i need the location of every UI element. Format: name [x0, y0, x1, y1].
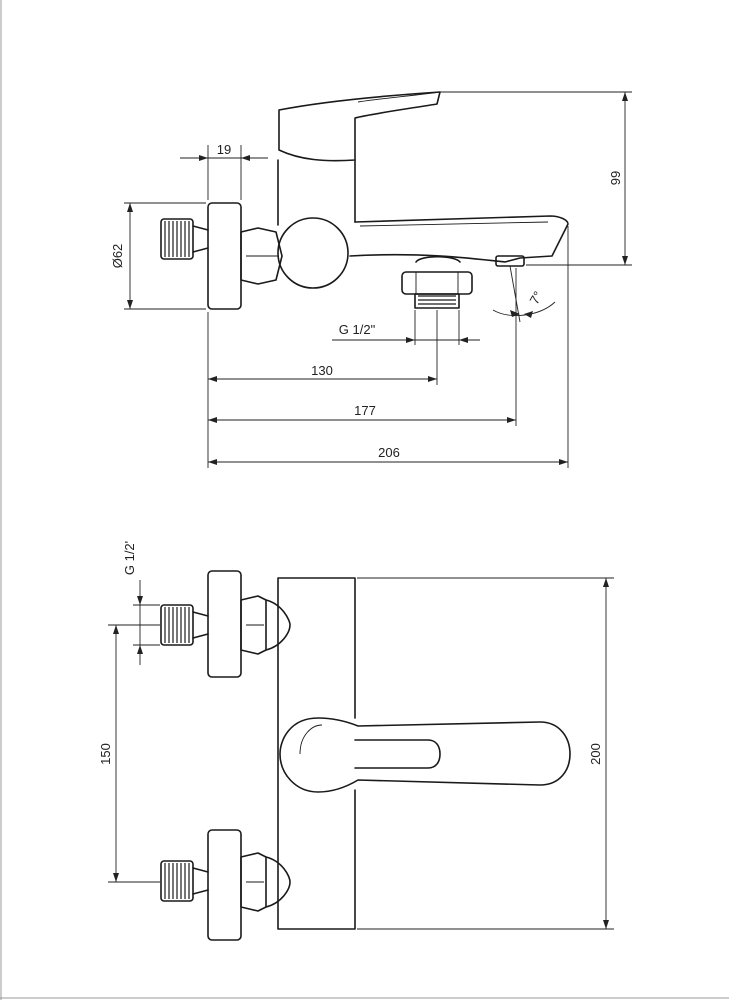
- dim-total-height-label: 200: [588, 743, 603, 765]
- side-spout: [349, 215, 569, 263]
- front-body: [277, 577, 356, 930]
- dim-to-spout-tip-label: 177: [354, 403, 376, 418]
- dim-thread-label: G 1/2": [339, 322, 376, 337]
- lower-inlet: [160, 829, 291, 941]
- dim-angle-label: 7°: [526, 289, 545, 307]
- side-view: [160, 91, 569, 310]
- front-lever-recess: [354, 739, 441, 769]
- side-body-disc: [277, 217, 349, 289]
- lower-flange: [207, 829, 242, 941]
- upper-inlet: [160, 570, 291, 678]
- dim-spacing-label: 150: [98, 743, 113, 765]
- dim-nut-width-label: 19: [217, 142, 231, 157]
- side-lever-handle: [278, 91, 441, 162]
- side-lever-base: [277, 159, 356, 226]
- side-bottom-connector: [415, 255, 461, 263]
- dim-height-label: 99: [608, 171, 623, 185]
- dim-total-length-label: 206: [378, 445, 400, 460]
- dim-front-thread-label: G 1/2': [122, 541, 137, 575]
- dim-to-outlet-label: 130: [311, 363, 333, 378]
- side-inlet-thread: [160, 218, 209, 260]
- side-wall-flange: [207, 202, 242, 310]
- side-dimensions: [124, 91, 632, 468]
- dim-diameter-label: Ø62: [110, 244, 125, 269]
- front-view: [160, 570, 571, 941]
- side-hex-nut: [240, 227, 283, 285]
- side-bottom-thread: [414, 293, 460, 309]
- front-lever: [279, 717, 571, 793]
- upper-flange: [207, 570, 242, 678]
- front-dimensions: [108, 577, 614, 930]
